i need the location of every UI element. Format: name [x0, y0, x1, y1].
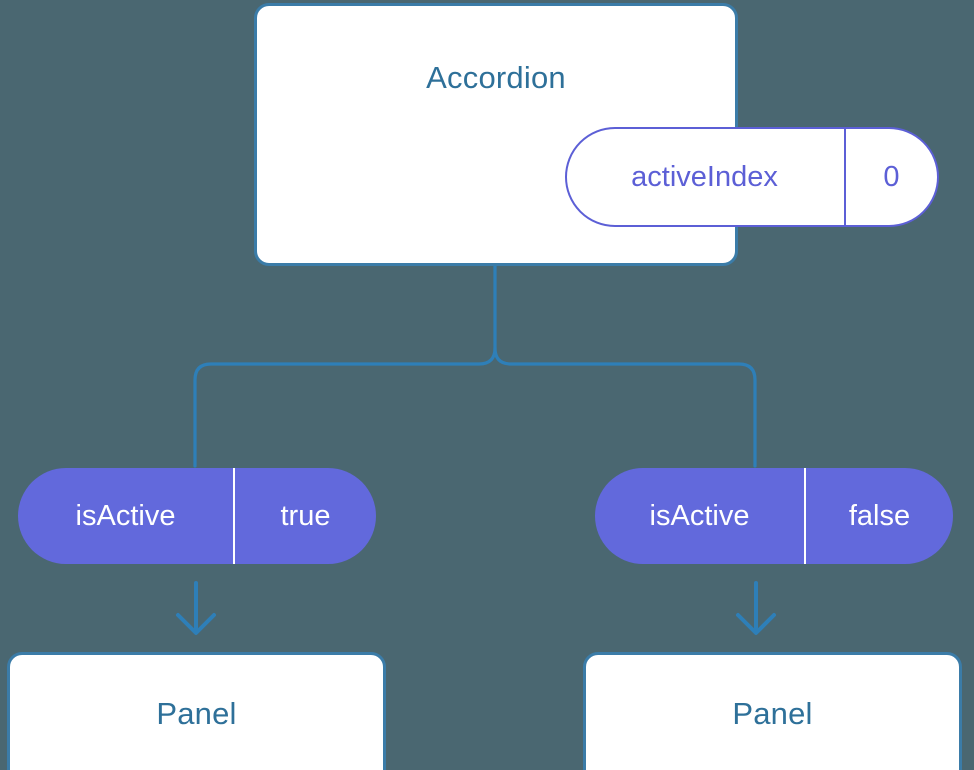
- prop-key-label: isActive: [649, 499, 750, 532]
- accordion-component-card[interactable]: Accordion activeIndex 0: [254, 3, 939, 266]
- prop-pill-is-active-true[interactable]: isActive true: [18, 468, 376, 564]
- state-value-label: 0: [844, 129, 937, 225]
- connector-trunk-split-right: [493, 346, 757, 468]
- state-pill-active-index[interactable]: activeIndex 0: [565, 127, 939, 227]
- prop-pill-is-active-false[interactable]: isActive false: [595, 468, 953, 564]
- prop-value-label: false: [804, 468, 953, 564]
- arrow-down-icon-right: [736, 581, 776, 635]
- prop-key-label: isActive: [75, 499, 176, 532]
- panel-component-card-left[interactable]: Panel: [7, 652, 386, 770]
- state-key-label: activeIndex: [631, 160, 778, 193]
- panel-title: Panel: [732, 696, 813, 731]
- prop-value-label: true: [233, 468, 376, 564]
- arrow-down-icon-left: [176, 581, 216, 635]
- accordion-title: Accordion: [426, 60, 566, 95]
- connector-trunk-split: [193, 264, 497, 468]
- panel-component-card-right[interactable]: Panel: [583, 652, 962, 770]
- panel-title: Panel: [156, 696, 237, 731]
